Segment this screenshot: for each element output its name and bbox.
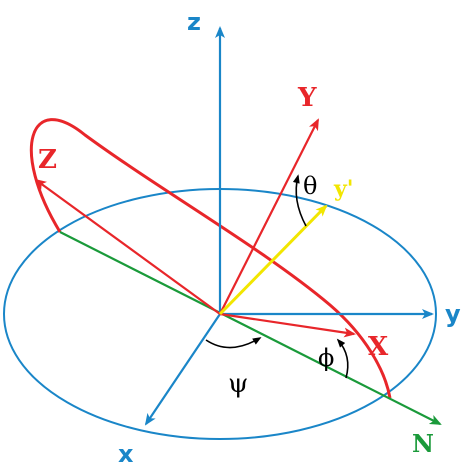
label-y-fixed: y [445,300,461,328]
label-z-fixed: z [187,8,201,36]
label-Y-rotated: Y [297,83,317,113]
y-prime-axis [218,204,328,316]
label-X-rotated: X [368,332,389,362]
label-N: N [412,429,434,458]
label-phi: ϕ [318,344,334,372]
psi-angle-arc [205,337,262,349]
label-x-fixed: x [118,440,134,468]
label-theta: θ [303,172,317,200]
X-axis-rotated [219,312,356,338]
rotated-plane-ellipse [29,118,392,399]
Z-axis-rotated [34,178,221,315]
node-line-n [59,231,442,425]
label-psi: ψ [228,369,248,399]
label-y-prime: y' [333,176,354,202]
theta-angle-arc [292,174,307,227]
phi-angle-arc [336,338,349,379]
label-Z-rotated: Z [38,145,57,175]
x-axis-fixed [144,313,221,426]
Y-axis-rotated [219,118,319,315]
